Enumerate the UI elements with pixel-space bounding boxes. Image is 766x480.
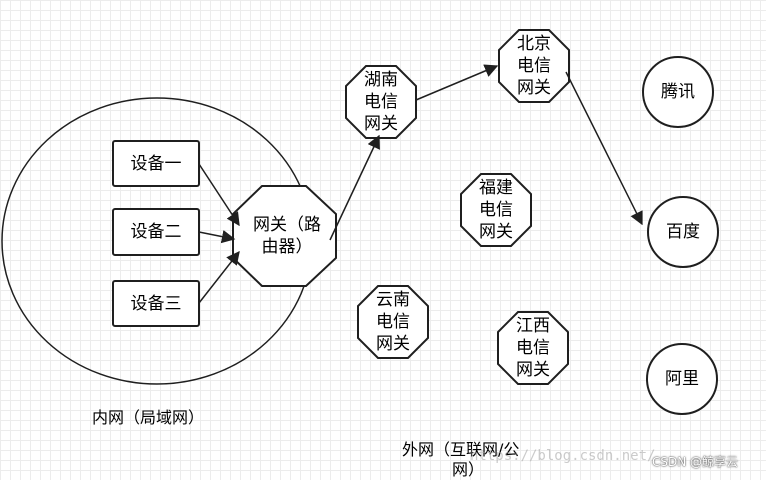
router-label: 网关（路 由器） [253,215,321,257]
device2-label: 设备二 [130,222,182,242]
arrow-beijing-to-baidu [565,71,643,226]
alibaba-label: 阿里 [665,369,699,389]
wan-caption-line1: 外网（互联网/公 [402,440,520,459]
device1-label: 设备一 [130,153,182,174]
yunnan-gateway-label: 云南 电信 网关 [376,290,410,354]
csdn-watermark: CSDN @鲸享云 [652,455,739,469]
jiangxi-gateway-octagon [497,311,569,385]
arrow-device2-to-router [198,229,236,244]
router-octagon [232,185,337,287]
fujian-gateway-label: 福建 电信 网关 [479,178,513,242]
hunan-gateway-octagon [345,65,417,139]
arrow-device3-to-router [198,250,240,304]
jiangxi-gateway-label: 江西 电信 网关 [516,316,550,380]
yunnan-gateway-octagon [357,285,429,359]
arrow-hunan-to-beijing [415,64,499,101]
lan-caption: 内网（局域网） [92,408,205,427]
beijing-gateway-label: 北京 电信 网关 [517,34,551,98]
wan-caption-line2: 网） [452,460,485,479]
beijing-gateway-octagon [498,29,570,103]
alibaba-circle [646,343,718,415]
device3-box [112,280,200,327]
arrow-device1-to-router [198,163,240,227]
url-watermark: https://blog.csdn.net/ [470,448,656,464]
tencent-label: 腾讯 [661,82,695,102]
arrow-router-to-hunan [329,134,380,241]
device1-box [112,140,200,187]
tencent-circle [642,56,714,128]
baidu-label: 百度 [666,222,700,242]
hunan-gateway-label: 湖南 电信 网关 [364,70,398,134]
device3-label: 设备三 [130,293,182,314]
baidu-circle [647,196,719,268]
fujian-gateway-octagon [460,173,532,247]
